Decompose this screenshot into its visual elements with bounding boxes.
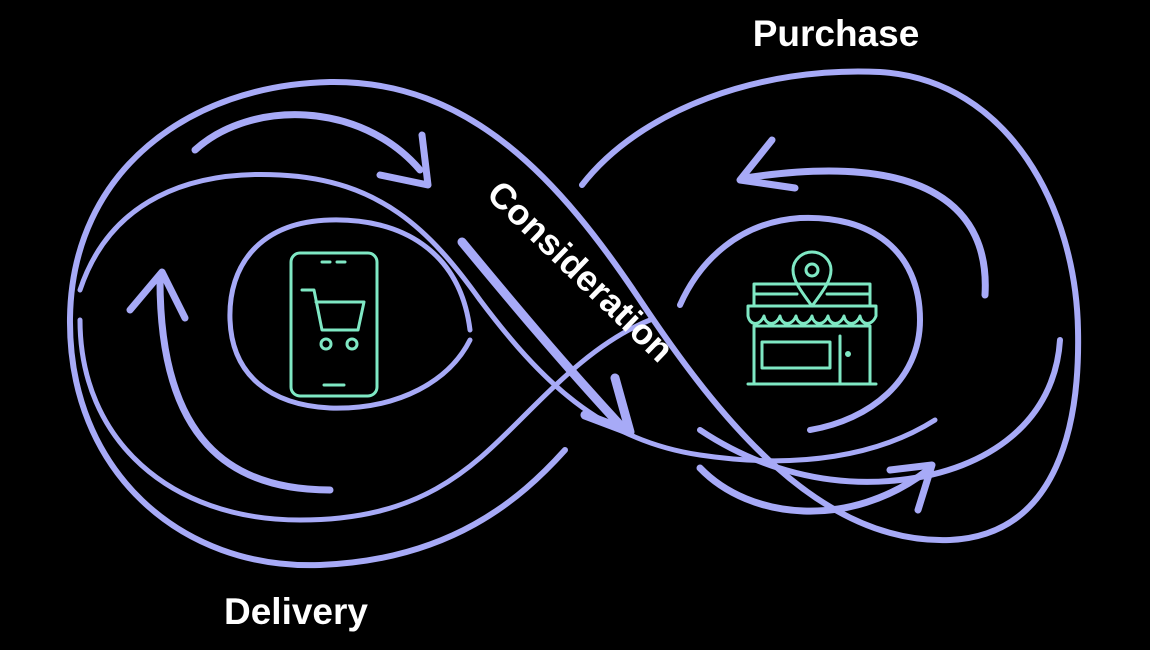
mobile-shopping-cart-icon — [289, 251, 379, 398]
arrow-bottom-right-head — [886, 461, 936, 514]
arrow-top-right-head — [736, 136, 799, 192]
arrow-bottom-right — [696, 464, 932, 515]
arrow-left-up — [156, 276, 334, 494]
purchase-label: Purchase — [753, 13, 920, 54]
arrow-top-right — [741, 167, 989, 299]
flow-arrows — [126, 111, 989, 515]
outer-loop-stroke — [67, 68, 1082, 544]
inner-loop-left-upper — [77, 171, 938, 464]
arrow-consideration-head — [580, 373, 635, 437]
inner-loop-left-lower — [77, 317, 653, 523]
right-loop-inner — [677, 214, 923, 433]
delivery-label: Delivery — [224, 591, 368, 632]
arrow-left-up-head — [126, 268, 189, 322]
arrow-top-left-head — [376, 131, 432, 189]
outer-loop-stroke-lower — [66, 315, 568, 569]
store-location-icon — [746, 250, 878, 386]
left-loop-inner — [227, 217, 473, 411]
right-loop-outer-lower — [697, 337, 1063, 485]
arrow-consideration — [457, 237, 625, 430]
arrow-top-left — [191, 111, 424, 174]
infinity-loop — [66, 68, 1082, 569]
